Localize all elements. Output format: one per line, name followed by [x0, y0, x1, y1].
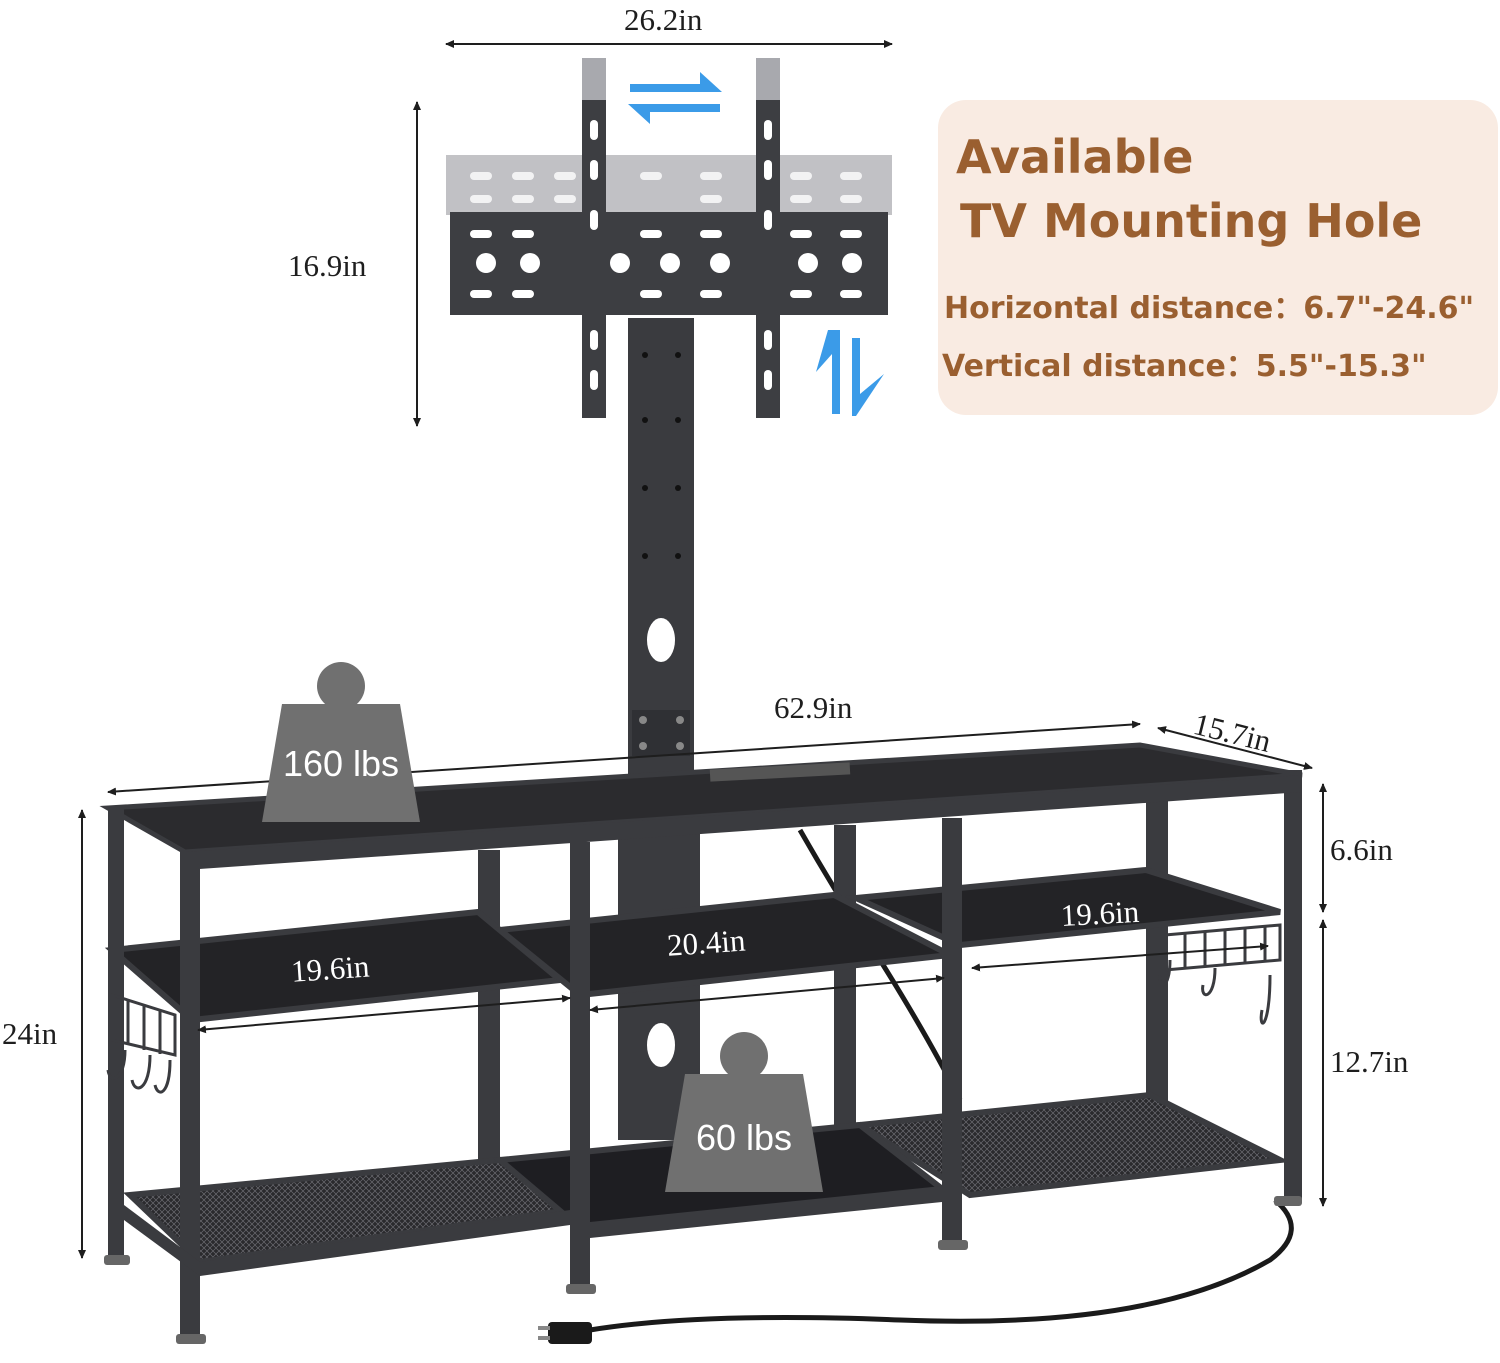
center-pole: [618, 318, 700, 1140]
horizontal-distance: Horizontal distance：6.7"-24.6": [944, 291, 1475, 326]
label-bracket-height: 16.9in: [288, 248, 367, 283]
power-plug: [538, 1322, 592, 1344]
label-left-shelf: 19.6in: [289, 948, 371, 989]
label-top-length: 62.9in: [774, 690, 853, 725]
dim-line-right-shelf: [971, 942, 1269, 972]
front-frame: [108, 808, 962, 1340]
vertical-distance: Vertical distance：5.5"-15.3": [942, 349, 1427, 384]
shelf-capacity-label: 60 lbs: [695, 1117, 793, 1158]
weight-icon: [262, 662, 420, 822]
frame-feet: [104, 1196, 1302, 1344]
up-down-arrows-icon: [816, 330, 884, 416]
label-top-compartment: 6.6in: [1330, 832, 1393, 867]
top-capacity-label: 160 lbs: [282, 743, 400, 784]
dimension-lines: [78, 40, 1327, 1259]
hook-rack-left: [106, 992, 177, 1094]
info-title-line1: Available: [956, 130, 1194, 184]
bracket-arm-right: [756, 58, 780, 418]
dim-line-left-shelf: [197, 994, 571, 1034]
mounting-plate: [450, 212, 888, 315]
left-right-arrows-icon: [628, 72, 722, 124]
label-lower-compartment: 12.7in: [1330, 1044, 1409, 1079]
dim-line-depth: [1157, 726, 1313, 770]
mounting-hole-info-panel: Available TV Mounting Hole Horizontal di…: [938, 100, 1498, 415]
label-bracket-width: 26.2in: [624, 2, 703, 37]
bracket-arm-left: [582, 58, 606, 418]
hook-rack-right: [1158, 923, 1282, 1025]
info-title-line2: TV Mounting Hole: [960, 194, 1423, 248]
label-middle-shelf: 20.4in: [665, 922, 747, 963]
label-total-height: 24in: [2, 1016, 58, 1051]
label-right-shelf: 19.6in: [1059, 893, 1140, 933]
weight-icon: [665, 1032, 823, 1192]
dim-line-middle-shelf: [589, 974, 945, 1014]
